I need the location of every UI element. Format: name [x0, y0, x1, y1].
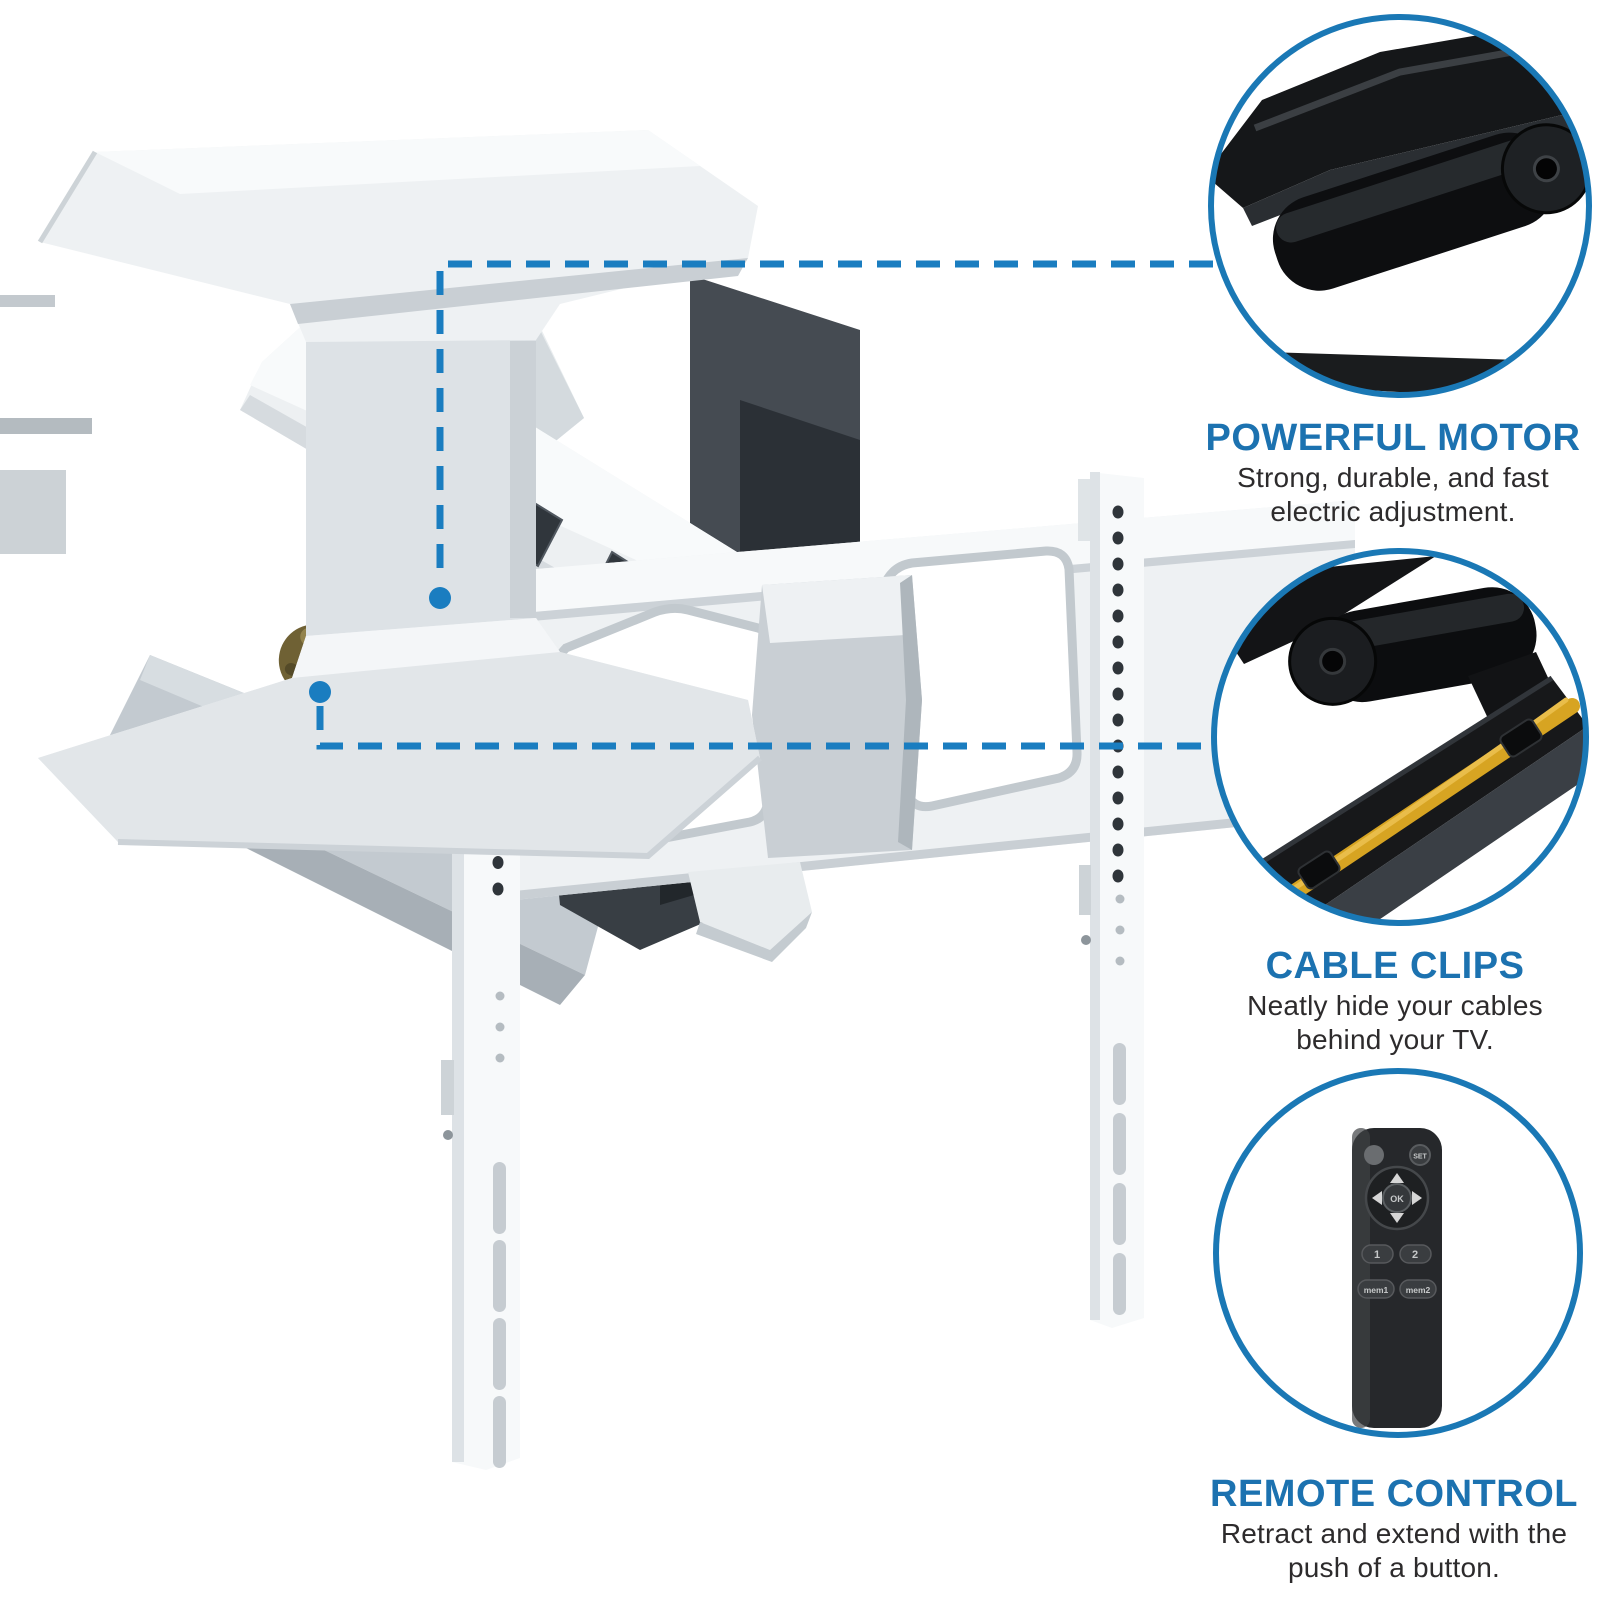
inset-cable-clips-closeup [1211, 548, 1589, 926]
callout-title-remote: REMOTE CONTROL [1210, 1473, 1578, 1515]
rail-screw [1081, 935, 1091, 945]
remote-button-set [1409, 1144, 1431, 1166]
remote-set-label: SET [1413, 1154, 1427, 1161]
callout-desc-remote-line1: Retract and extend with the [1221, 1518, 1567, 1549]
rail-hook [1078, 479, 1092, 541]
rail-hook [1079, 865, 1091, 915]
callout-desc-motor-line1: Strong, durable, and fast [1237, 462, 1549, 493]
motor-closeup-photo [1211, 17, 1589, 395]
remote-power-led [1364, 1145, 1384, 1165]
callout-desc-motor-line2: electric adjustment. [1270, 496, 1515, 527]
remote-ok-button [1382, 1183, 1412, 1213]
callout-text-remote: REMOTE CONTROL Retract and extend with t… [1210, 1473, 1578, 1583]
inset-circle-motor [1208, 14, 1592, 398]
dpad-right-icon [1412, 1191, 1422, 1205]
remote-ok-label: OK [1390, 1194, 1404, 1204]
callout-line-cable-clips [316, 706, 1216, 750]
rail-pilot-holes [495, 991, 505, 1063]
remote-mem1-label: mem1 [1364, 1285, 1389, 1295]
callout-text-motor: POWERFUL MOTOR Strong, durable, and fast… [1205, 417, 1580, 527]
callout-title-cable-clips: CABLE CLIPS [1266, 945, 1525, 987]
callout-dot-cable-clips [309, 681, 331, 703]
callout-desc-cable-clips-line2: behind your TV. [1296, 1024, 1494, 1055]
dpad-left-icon [1372, 1191, 1382, 1205]
callout-desc-remote-line2: push of a button. [1288, 1552, 1500, 1583]
rail-screw [443, 1130, 453, 1140]
motor-end-screw [1532, 155, 1560, 183]
dpad-up-icon [1390, 1173, 1404, 1183]
remote-button-1 [1361, 1244, 1394, 1264]
dpad-down-icon [1390, 1213, 1404, 1223]
callout-text-cable-clips: CABLE CLIPS Neatly hide your cables behi… [1247, 945, 1543, 1055]
remote-2-label: 2 [1412, 1249, 1418, 1261]
rail-hook [441, 1060, 454, 1115]
rail-beam-closeup [1211, 17, 1589, 208]
wall-plate-cover [37, 130, 762, 860]
motor-cylinder-closeup [1272, 123, 1589, 291]
wall-plate-edge [0, 295, 92, 554]
rail-slots [493, 1162, 506, 1468]
inset-motor-closeup [1208, 14, 1592, 398]
callout-connectors [316, 260, 1216, 750]
rail-holes [1112, 505, 1124, 883]
remote-1-label: 1 [1374, 1249, 1380, 1261]
inset-remote-closeup: SET OK 1 2 mem1 mem2 [1213, 1068, 1583, 1438]
cable-clip [1297, 850, 1341, 890]
remote-mem2-label: mem2 [1406, 1285, 1431, 1295]
cable-clip [1499, 718, 1543, 758]
remote-dpad: OK [1364, 1165, 1430, 1231]
callout-line-motor [436, 260, 1213, 580]
remote-button-mem2 [1399, 1279, 1437, 1299]
bottom-cable-bracket [688, 862, 812, 962]
vesa-rail-right [1078, 472, 1144, 1328]
remote-button-2 [1399, 1244, 1432, 1264]
callout-desc-cable-clips-line1: Neatly hide your cables [1247, 990, 1543, 1021]
panel-center-block [752, 575, 922, 858]
remote-control: SET OK 1 2 mem1 mem2 [1352, 1128, 1442, 1428]
callout-dot-motor [429, 587, 451, 609]
inset-circle-remote [1213, 1068, 1583, 1438]
inset-circle-cable-clips [1211, 548, 1589, 926]
callout-title-motor: POWERFUL MOTOR [1205, 417, 1580, 459]
rail-pilot-holes [1115, 894, 1125, 966]
rail-slots [1113, 1043, 1126, 1315]
remote-button-mem1 [1357, 1279, 1395, 1299]
tv-mount-illustration [0, 130, 1355, 1470]
